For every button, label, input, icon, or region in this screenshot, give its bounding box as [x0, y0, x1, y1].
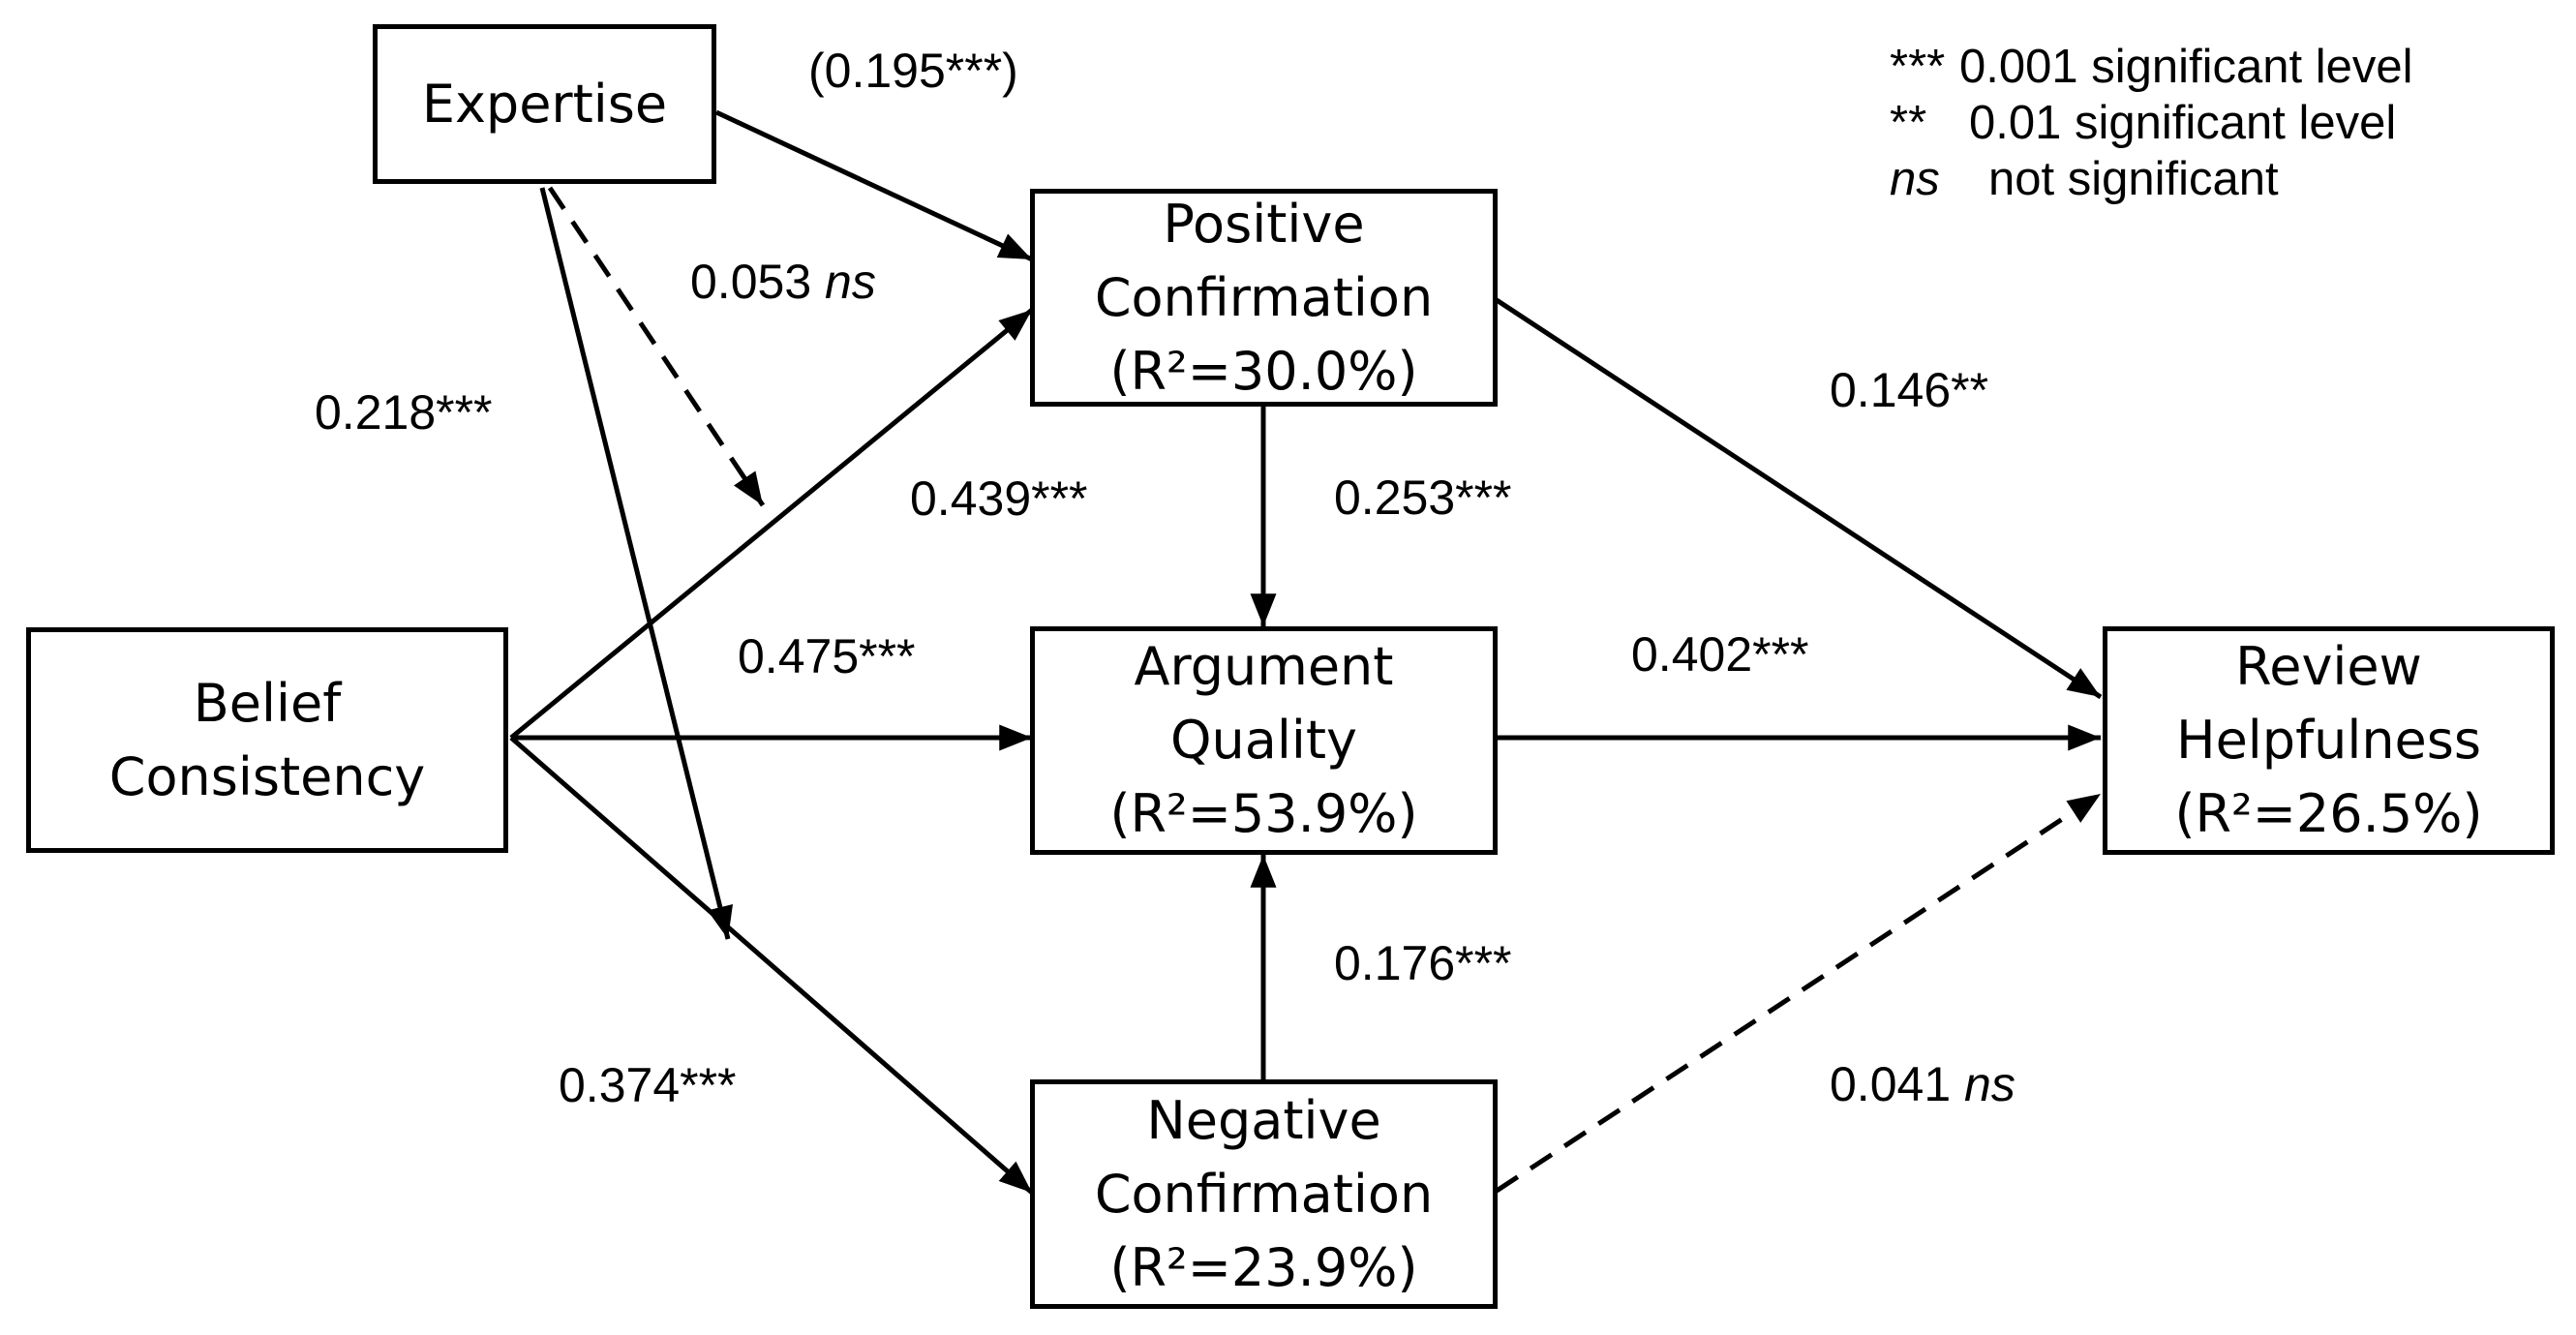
node-review-helpfulness-text: Review Helpfulness (R²=26.5%) [2174, 630, 2482, 851]
node-negative-confirmation-line-2: Confirmation [1094, 1163, 1434, 1225]
legend-text: not significant [1988, 153, 2279, 205]
node-review-helpfulness-r2: (R²=26.5%) [2174, 783, 2483, 844]
node-positive-confirmation-text: Positive Confirmation (R²=30.0%) [1095, 188, 1433, 409]
coef-expertise-moderation-positive: 0.053 [690, 255, 812, 309]
legend-text: 0.01 significant level [1969, 97, 2397, 149]
label-argument-to-review: 0.402*** [1631, 627, 1809, 682]
arrow-expertise-moderation-negative [539, 187, 733, 940]
coef-argument-to-review: 0.402*** [1631, 627, 1809, 682]
legend-text: 0.001 significant level [1959, 41, 2413, 93]
coef-belief-to-positive: 0.439*** [910, 471, 1088, 526]
coef-positive-to-review: 0.146** [1830, 363, 1989, 417]
coef-expertise-to-positive: (0.195***) [808, 44, 1018, 98]
label-belief-to-negative: 0.374*** [559, 1058, 737, 1112]
label-expertise-moderation-negative: 0.218*** [315, 385, 493, 440]
label-belief-to-positive: 0.439*** [910, 471, 1088, 526]
node-negative-confirmation: Negative Confirmation (R²=23.9%) [1030, 1079, 1498, 1309]
legend-row: ** 0.01 significant level [1890, 95, 2413, 151]
node-negative-confirmation-text: Negative Confirmation (R²=23.9%) [1095, 1084, 1433, 1305]
node-expertise-text: Expertise [422, 68, 667, 141]
label-positive-to-argument: 0.253*** [1334, 470, 1512, 525]
node-argument-quality: Argument Quality (R²=53.9%) [1030, 626, 1498, 855]
node-positive-confirmation: Positive Confirmation (R²=30.0%) [1030, 189, 1498, 407]
arrow-negative-to-review [1495, 791, 2103, 1194]
coef-negative-to-argument: 0.176*** [1334, 936, 1512, 990]
coef-belief-to-argument: 0.475*** [738, 629, 916, 683]
node-review-helpfulness: Review Helpfulness (R²=26.5%) [2103, 626, 2555, 855]
label-positive-to-review: 0.146** [1830, 363, 1988, 417]
sig-negative-to-review: ns [1964, 1057, 2015, 1111]
node-belief-consistency-line-1: Belief [193, 672, 342, 734]
label-negative-to-review: 0.041 ns [1830, 1057, 2015, 1111]
legend-key: ** [1890, 97, 1927, 149]
label-expertise-to-positive: (0.195***) [808, 44, 1018, 98]
arrow-belief-to-negative [509, 736, 1034, 1195]
legend-key: *** [1890, 41, 1946, 93]
node-expertise: Expertise [373, 24, 716, 184]
label-belief-to-argument: 0.475*** [738, 629, 916, 683]
node-argument-quality-line-2: Quality [1170, 710, 1357, 771]
significance-legend: *** 0.001 significant level ** 0.01 sign… [1890, 39, 2413, 207]
coef-expertise-moderation-negative: 0.218*** [315, 385, 493, 440]
legend-row: ns not significant [1890, 151, 2413, 207]
node-belief-consistency-line-2: Consistency [108, 745, 426, 807]
node-positive-confirmation-line-1: Positive [1163, 193, 1365, 255]
arrow-positive-to-review [1495, 297, 2103, 700]
coef-belief-to-negative: 0.374*** [559, 1058, 737, 1112]
label-expertise-moderation-positive: 0.053 ns [690, 255, 876, 309]
node-argument-quality-r2: (R²=53.9%) [1109, 783, 1418, 844]
node-argument-quality-text: Argument Quality (R²=53.9%) [1109, 630, 1417, 851]
node-expertise-line-1: Expertise [421, 73, 668, 135]
node-review-helpfulness-line-1: Review [2235, 636, 2422, 697]
label-negative-to-argument: 0.176*** [1334, 936, 1512, 990]
node-review-helpfulness-line-2: Helpfulness [2175, 710, 2482, 771]
coef-negative-to-review: 0.041 [1830, 1057, 1952, 1111]
legend-row: *** 0.001 significant level [1890, 39, 2413, 95]
arrow-belief-to-positive [509, 308, 1034, 740]
node-belief-consistency-text: Belief Consistency [109, 667, 426, 814]
node-negative-confirmation-r2: (R²=23.9%) [1109, 1236, 1418, 1298]
coef-positive-to-argument: 0.253*** [1334, 470, 1512, 525]
arrow-expertise-moderation-positive [547, 186, 766, 507]
node-positive-confirmation-r2: (R²=30.0%) [1109, 340, 1418, 402]
legend-key: ns [1890, 153, 1940, 205]
node-belief-consistency: Belief Consistency [26, 627, 508, 853]
node-argument-quality-line-1: Argument [1134, 636, 1394, 697]
node-negative-confirmation-line-1: Negative [1146, 1089, 1381, 1151]
sig-expertise-moderation-positive: ns [825, 255, 876, 309]
node-positive-confirmation-line-2: Confirmation [1094, 266, 1434, 328]
arrow-expertise-to-positive [714, 109, 1034, 262]
